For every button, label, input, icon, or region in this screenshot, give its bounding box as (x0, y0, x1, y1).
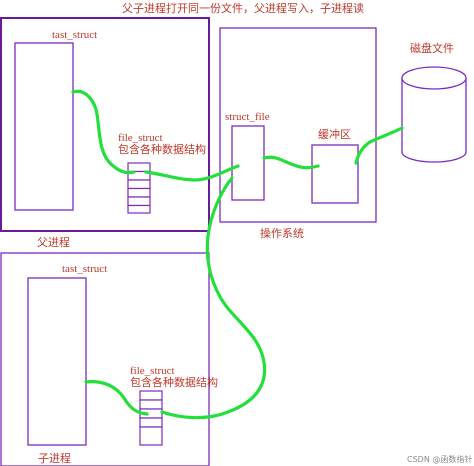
link-disk-to-buffer (354, 126, 404, 165)
parent-file-table-slot (127, 162, 151, 173)
parent-task-struct-label: tast_struct (52, 29, 97, 41)
link-parent-task-to-file-struct (71, 89, 136, 175)
parent-process-label: 父进程 (37, 236, 70, 249)
child-process-label: 子进程 (38, 452, 71, 465)
child-task-struct-box (27, 277, 87, 446)
parent-file-table-slot (127, 187, 151, 198)
os-label: 操作系统 (260, 226, 304, 240)
struct-file-box (231, 125, 265, 201)
parent-file-table-slot (127, 179, 151, 190)
parent-file-struct-desc: 包含各种数据结构 (118, 142, 206, 156)
child-file-struct-label: file_struct (130, 365, 175, 377)
watermark: CSDN @函数指针 (407, 454, 472, 464)
parent-file-table (127, 162, 151, 214)
child-file-table-slot (139, 417, 163, 428)
link-child-file-struct-to-struct-file (160, 176, 267, 420)
child-file-table-slot (139, 426, 163, 446)
link-struct-file-to-buffer (262, 155, 320, 170)
buffer-box (311, 144, 359, 204)
parent-file-table-slot (127, 196, 151, 207)
parent-file-struct-label: file_struct (118, 132, 163, 144)
disk-label: 磁盘文件 (410, 41, 454, 55)
buffer-label: 缓冲区 (318, 127, 351, 141)
child-file-table-slot (139, 399, 163, 410)
child-process-box (0, 252, 210, 466)
link-child-task-to-file-struct (84, 380, 149, 416)
child-task-struct-label: tast_struct (62, 263, 107, 275)
child-file-table (139, 390, 163, 446)
parent-process-box (0, 17, 210, 232)
cylinder-disk-icon (401, 66, 467, 163)
struct-file-label: struct_file (225, 111, 270, 123)
parent-task-struct-box (14, 42, 74, 211)
parent-file-table-slot (127, 204, 151, 214)
diagram-title: 父子进程打开同一份文件，父进程写入，子进程读 (122, 1, 364, 15)
link-parent-file-struct-to-struct-file (144, 164, 240, 182)
child-file-struct-desc: 包含各种数据结构 (130, 375, 218, 389)
child-file-table-slot (139, 390, 163, 401)
os-box (219, 27, 377, 223)
